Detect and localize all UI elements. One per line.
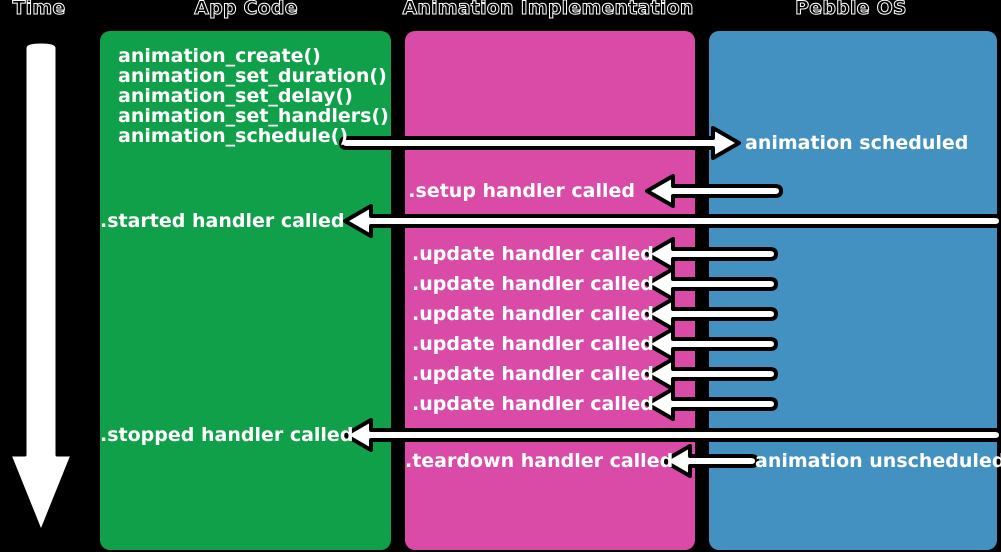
column-header-pebble-os: Pebble OS xyxy=(795,0,907,19)
message-label-setup-handler: .setup handler called xyxy=(408,180,635,202)
message-label-animation-unscheduled: animation unscheduled xyxy=(755,450,1001,472)
message-label-update-handler-5: .update handler called xyxy=(412,363,654,385)
message-label-update-handler-1: .update handler called xyxy=(412,243,654,265)
app-code-call-4: animation_schedule() xyxy=(118,125,349,147)
app-code-call-0: animation_create() xyxy=(118,45,321,67)
lane-pebble-os xyxy=(709,31,997,550)
message-label-update-handler-6: .update handler called xyxy=(412,393,654,415)
column-header-app-code: App Code xyxy=(194,0,298,19)
message-label-teardown-handler: .teardown handler called xyxy=(405,450,674,472)
message-label-update-handler-4: .update handler called xyxy=(412,333,654,355)
app-code-call-1: animation_set_duration() xyxy=(118,65,387,87)
app-code-call-list: animation_create() animation_set_duratio… xyxy=(118,45,389,147)
message-label-update-handler-3: .update handler called xyxy=(412,303,654,325)
column-header-animation-implementation: Animation Implementation xyxy=(402,0,694,19)
message-label-stopped-handler: .stopped handler called xyxy=(100,424,354,446)
app-code-call-3: animation_set_handlers() xyxy=(118,105,389,127)
lane-app-code xyxy=(100,31,391,550)
message-label-update-handler-2: .update handler called xyxy=(412,273,654,295)
app-code-call-2: animation_set_delay() xyxy=(118,85,353,107)
message-label-started-handler: .started handler called xyxy=(100,210,345,232)
time-down-arrow-icon xyxy=(8,40,74,534)
message-label-animation-scheduled: animation scheduled xyxy=(745,132,969,154)
column-header-time: Time xyxy=(12,0,66,19)
